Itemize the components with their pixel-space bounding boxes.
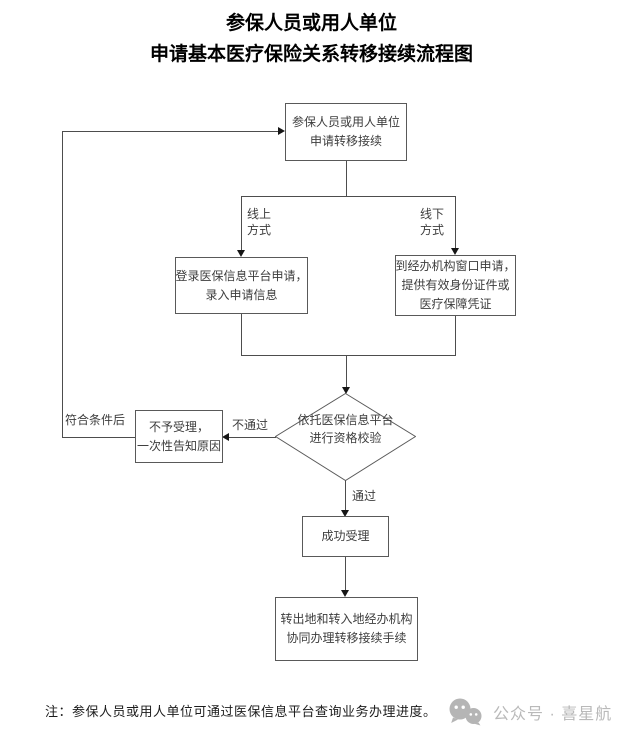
branch-label-offline-line-1: 线下 <box>420 207 445 221</box>
connector-feedback-vertical <box>62 131 63 438</box>
edge-label-fail: 不通过 <box>232 418 269 432</box>
arrowhead-into-reject-box <box>222 433 229 441</box>
node-reject-line-2: 一次性告知原因 <box>136 438 221 453</box>
page-title: 参保人员或用人单位 申请基本医疗保险关系转移接续流程图 <box>0 8 623 70</box>
branch-label-offline-line-2: 方式 <box>420 223 445 237</box>
connector-success-to-final <box>345 556 346 590</box>
branch-label-online-line-2: 方式 <box>247 223 272 237</box>
connector-offline-to-merge <box>455 315 456 355</box>
node-start-line-1: 参保人员或用人单位 <box>291 115 400 129</box>
node-offline-apply-line-2: 提供有效身份证件或 <box>401 278 510 292</box>
node-offline-apply-line-3: 医疗保障凭证 <box>419 297 492 311</box>
edge-label-requalified: 符合条件后 <box>65 413 126 427</box>
page-title-line-1: 参保人员或用人单位 <box>225 13 397 34</box>
node-decision-line-1: 依托医保信息平台 <box>297 413 394 427</box>
node-success: 成功受理 <box>302 516 389 557</box>
node-decision-text: 依托医保信息平台 进行资格校验 <box>280 411 411 447</box>
branch-label-online-line-1: 线上 <box>247 207 272 221</box>
arrowhead-into-decision <box>342 387 350 394</box>
connector-start-to-branch <box>346 160 347 196</box>
connector-merge-horizontal <box>241 355 456 356</box>
node-decision-diamond <box>275 393 416 481</box>
node-decision-line-2: 进行资格校验 <box>309 431 382 445</box>
node-online-apply-line-2: 录入申请信息 <box>205 287 278 302</box>
node-reject-line-1: 不予受理， <box>148 419 209 434</box>
node-success-line-1: 成功受理 <box>321 529 370 543</box>
arrowhead-into-online-box <box>237 250 245 257</box>
connector-decision-to-reject <box>229 437 276 438</box>
node-offline-apply-line-1: 到经办机构窗口申请， <box>395 259 516 273</box>
node-final-line-1: 转出地和转入地经办机构 <box>280 612 413 626</box>
page-title-line-2: 申请基本医疗保险关系转移接续流程图 <box>149 44 473 65</box>
connector-branch-horizontal <box>241 196 456 197</box>
connector-online-to-merge <box>241 313 242 355</box>
watermark-text: 公众号 · 喜星航 <box>493 706 613 723</box>
arrowhead-into-start-box <box>278 127 285 135</box>
branch-label-online: 线上 方式 <box>247 206 271 238</box>
node-reject: 不予受理， 一次性告知原因 <box>135 410 223 463</box>
arrowhead-into-final-box <box>341 590 349 597</box>
node-final: 转出地和转入地经办机构 协同办理转移接续手续 <box>275 597 418 661</box>
branch-label-offline: 线下 方式 <box>420 206 444 238</box>
node-start: 参保人员或用人单位 申请转移接续 <box>285 103 407 161</box>
node-offline-apply: 到经办机构窗口申请， 提供有效身份证件或 医疗保障凭证 <box>395 255 516 316</box>
arrowhead-into-success-box <box>341 510 349 517</box>
node-start-line-2: 申请转移接续 <box>309 134 382 148</box>
connector-branch-online <box>241 196 242 250</box>
connector-branch-offline <box>455 196 456 248</box>
node-online-apply-line-1: 登录医保信息平台申请， <box>175 268 308 283</box>
edge-label-pass: 通过 <box>352 489 377 503</box>
node-online-apply: 登录医保信息平台申请， 录入申请信息 <box>175 257 308 314</box>
arrowhead-into-offline-box <box>451 248 459 255</box>
connector-feedback-to-start <box>62 131 279 132</box>
connector-merge-to-decision <box>346 355 347 387</box>
connector-reject-to-feedback <box>62 437 135 438</box>
wechat-icon <box>449 698 482 726</box>
node-final-line-2: 协同办理转移接续手续 <box>286 631 407 645</box>
connector-decision-to-success <box>345 480 346 510</box>
footer-note: 注：参保人员或用人单位可通过医保信息平台查询业务办理进度。 <box>45 704 437 719</box>
watermark: 公众号 · 喜星航 <box>447 698 612 726</box>
